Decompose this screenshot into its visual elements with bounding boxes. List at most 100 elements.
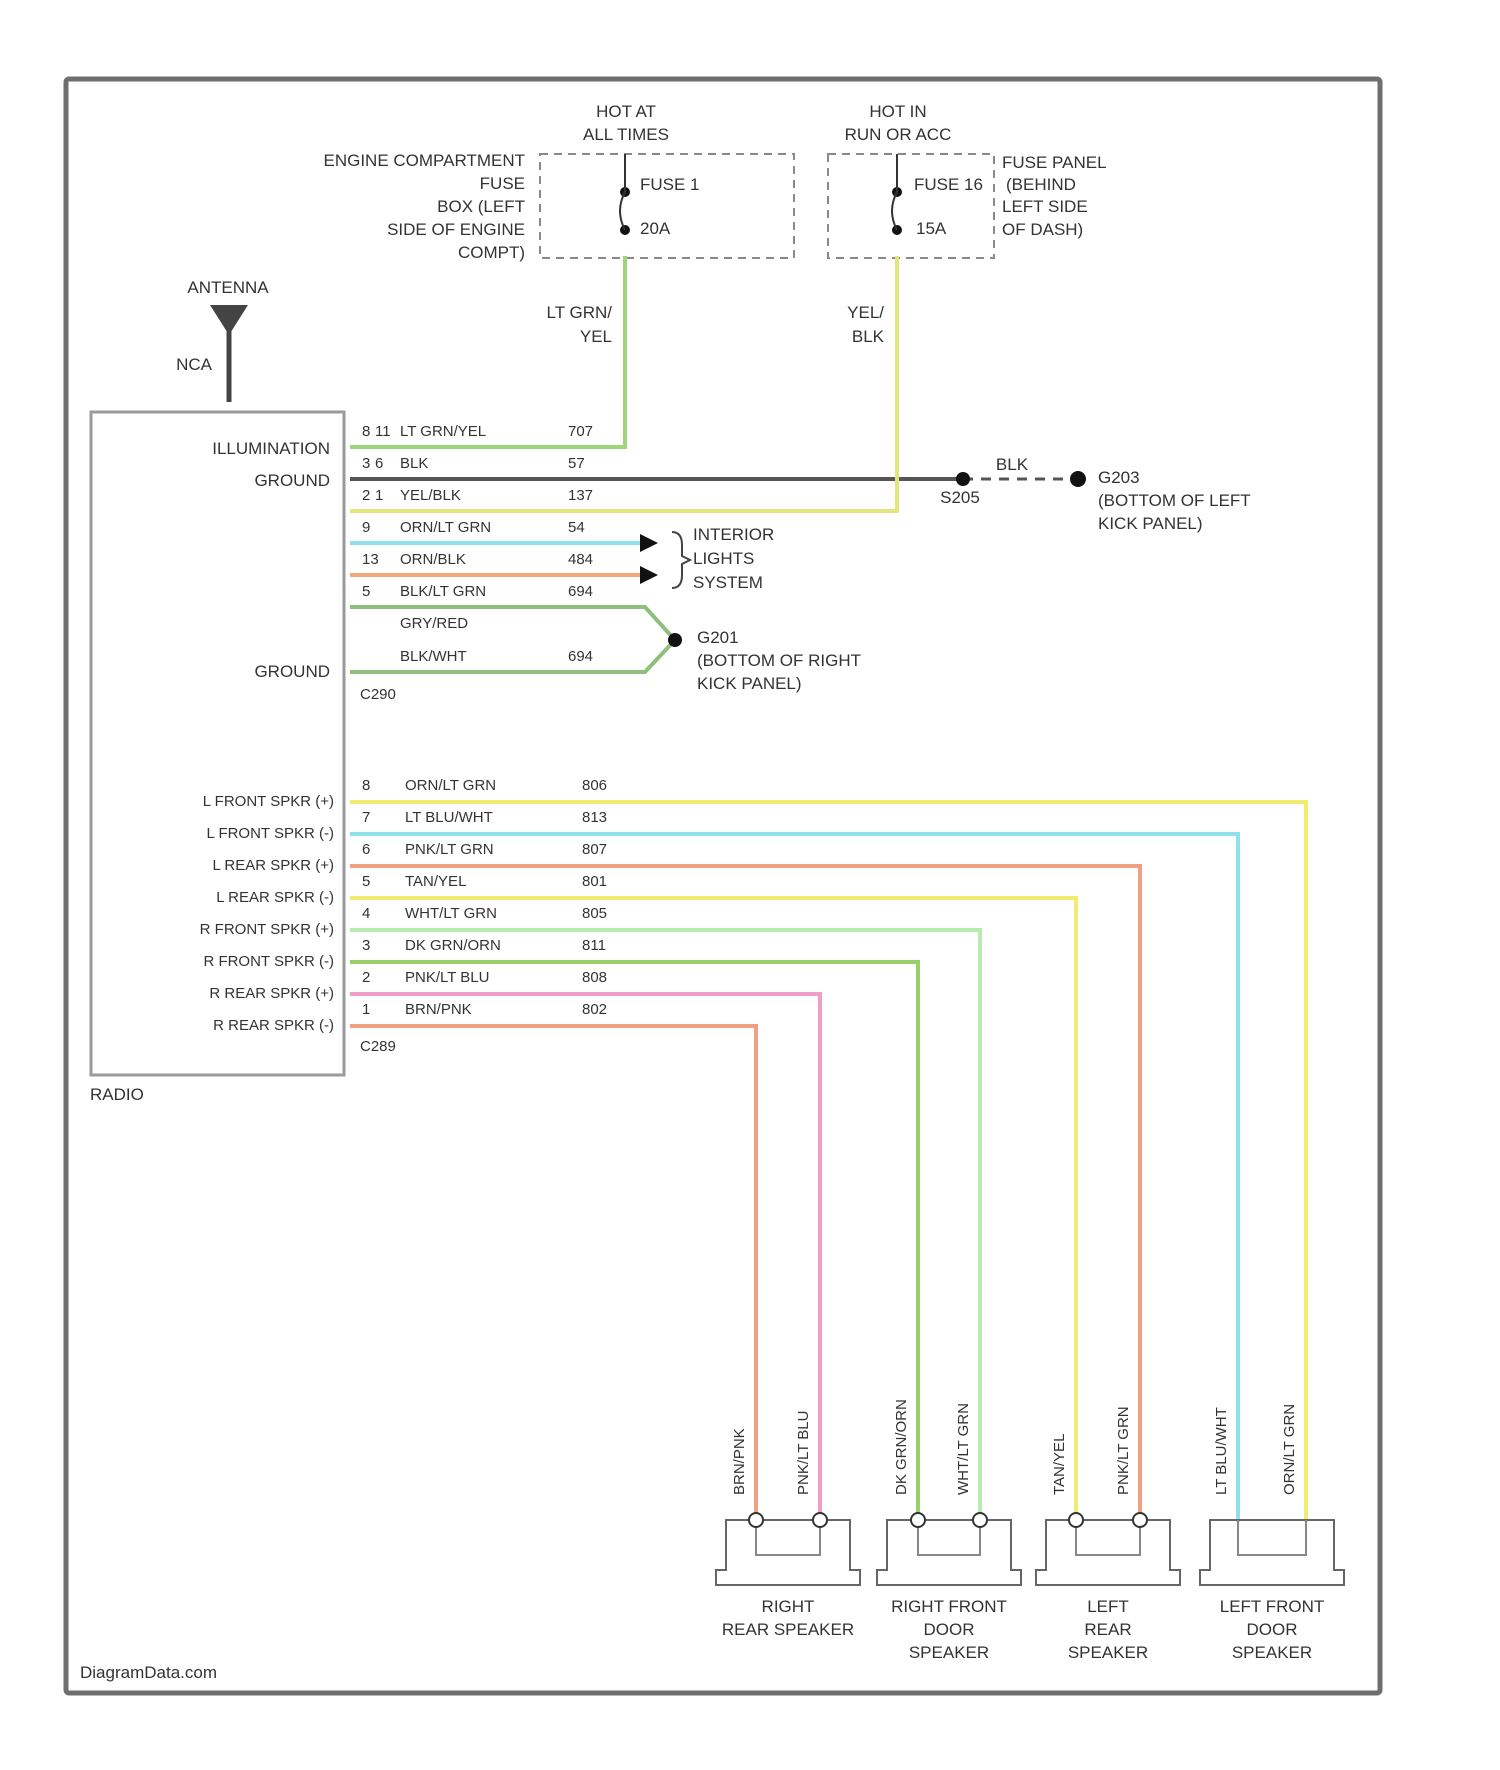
- ground-labels: S205 BLK G203 (BOTTOM OF LEFT KICK PANEL…: [697, 455, 1251, 693]
- connector-c290: C290: [360, 686, 396, 703]
- wire-color-code: BLK/LT GRN: [400, 583, 486, 600]
- interior-brace: [672, 532, 690, 588]
- speaker-name: LEFT: [1087, 1597, 1129, 1616]
- speaker-name: SPEAKER: [1068, 1643, 1148, 1662]
- g201-label: G201: [697, 628, 739, 647]
- wire-color-code: LT BLU/WHT: [405, 809, 493, 826]
- speaker-terminal-label: L FRONT SPKR (-): [206, 825, 334, 842]
- radio-illumination-label: ILLUMINATION: [212, 439, 330, 458]
- wire-color-code: PNK/LT BLU: [405, 969, 489, 986]
- speaker-labels: L FRONT SPKR (+) L FRONT SPKR (-) L REAR S…: [200, 793, 334, 1034]
- circuit-number: 707: [568, 423, 593, 440]
- wire-label-yel-blk-1: YEL/: [847, 303, 884, 322]
- wire-color-code: GRY/RED: [400, 615, 468, 632]
- speaker-icon: [1200, 1520, 1344, 1585]
- hot-at-all-times-line1: HOT AT: [596, 102, 656, 121]
- wire-rrear-pos: [352, 994, 820, 1520]
- connector-c289: C289: [360, 1038, 396, 1055]
- pin-number: 13: [362, 551, 379, 568]
- wire-rfront-pos: [352, 930, 980, 1520]
- speaker-wire-label: TAN/YEL: [1051, 1434, 1068, 1495]
- g201-location-2: KICK PANEL): [697, 674, 802, 693]
- circuit-number: 694: [568, 583, 593, 600]
- speaker-icon: [1036, 1520, 1180, 1585]
- g201-node: [668, 633, 682, 647]
- speaker-coil: [1238, 1520, 1306, 1555]
- wire-rfront-neg: [352, 962, 918, 1520]
- pin-number: 9: [362, 519, 370, 536]
- interior-lights-label-1: INTERIOR: [693, 525, 774, 544]
- speaker-wire-label: BRN/PNK: [731, 1428, 748, 1495]
- speaker-terminal-label: L REAR SPKR (+): [212, 857, 334, 874]
- pin-number: 7: [362, 809, 370, 826]
- fuse16-label: FUSE 16: [914, 175, 983, 194]
- circuit-number: 813: [582, 809, 607, 826]
- speaker-terminal: [1069, 1513, 1083, 1527]
- speaker-4: LT BLU/WHTORN/LT GRNLEFT FRONTDOORSPEAKE…: [1200, 1404, 1344, 1662]
- speaker-terminal: [973, 1513, 987, 1527]
- wire-illumination: [352, 258, 625, 447]
- speaker-wire-label: DK GRN/ORN: [893, 1399, 910, 1495]
- wire-color-code: ORN/LT GRN: [400, 519, 491, 536]
- speaker-name: LEFT FRONT: [1220, 1597, 1325, 1616]
- speaker-coil: [756, 1520, 820, 1555]
- speaker-terminal-label: R FRONT SPKR (+): [200, 921, 334, 938]
- speaker-terminal: [813, 1513, 827, 1527]
- engine-fuse-box-label-5: COMPT): [458, 243, 525, 262]
- circuit-number: 484: [568, 551, 593, 568]
- fuse1-label: FUSE 1: [640, 175, 700, 194]
- speaker-terminal-label: R FRONT SPKR (-): [203, 953, 334, 970]
- arrow-interior-2: [640, 566, 658, 584]
- pin-sub-number: 1: [375, 487, 383, 504]
- speaker-coil: [918, 1520, 980, 1555]
- circuit-number: 802: [582, 1001, 607, 1018]
- speaker-wire-label: LT BLU/WHT: [1213, 1407, 1230, 1495]
- circuit-number: 805: [582, 905, 607, 922]
- speaker-terminal-label: L FRONT SPKR (+): [203, 793, 334, 810]
- arrow-interior-1: [640, 534, 658, 552]
- pin-sub-number: 11: [375, 423, 391, 440]
- pin-number: 8: [362, 777, 370, 794]
- wire-color-code: DK GRN/ORN: [405, 937, 501, 954]
- speaker-name: REAR SPEAKER: [722, 1620, 854, 1639]
- pin-number: 2: [362, 969, 370, 986]
- speaker-wire-label: PNK/LT GRN: [1115, 1406, 1132, 1495]
- wire-color-code: LT GRN/YEL: [400, 423, 486, 440]
- speaker-wire-label: PNK/LT BLU: [795, 1411, 812, 1495]
- circuit-number: 808: [582, 969, 607, 986]
- wire-label-ltgrn-yel-1: LT GRN/: [547, 303, 613, 322]
- s205-node: [956, 472, 970, 486]
- interior-lights-label-2: LIGHTS: [693, 549, 754, 568]
- antenna: ANTENNA NCA: [176, 278, 269, 402]
- circuit-number: 54: [568, 519, 585, 536]
- radio-outline: [91, 412, 344, 1075]
- radio-ground-label-1: GROUND: [254, 471, 330, 490]
- fuse-panel-outline: [828, 154, 994, 258]
- speaker-terminal: [1133, 1513, 1147, 1527]
- engine-fuse-box-label-3: BOX (LEFT: [437, 197, 525, 216]
- circuit-number: 806: [582, 777, 607, 794]
- circuit-number: 137: [568, 487, 593, 504]
- diagram-border: [66, 79, 1380, 1693]
- interior-lights: INTERIOR LIGHTS SYSTEM: [672, 525, 774, 592]
- speaker-name: SPEAKER: [909, 1643, 989, 1662]
- circuit-number: 57: [568, 455, 585, 472]
- blk-label: BLK: [996, 455, 1029, 474]
- radio: RADIO ILLUMINATION GROUND GROUND C290 C2…: [90, 412, 396, 1104]
- fuse-panel-label-2: (BEHIND: [1006, 175, 1076, 194]
- wire-lrear-pos: [352, 866, 1140, 1520]
- speaker-terminal: [911, 1513, 925, 1527]
- pin-sub-number: 6: [375, 455, 383, 472]
- g201-location-1: (BOTTOM OF RIGHT: [697, 651, 861, 670]
- wire-color-code: BRN/PNK: [405, 1001, 472, 1018]
- fuse1-amp: 20A: [640, 219, 671, 238]
- interior-lights-label-3: SYSTEM: [693, 573, 763, 592]
- hot-at-all-times-line2: ALL TIMES: [583, 125, 669, 144]
- speaker-terminal-label: R REAR SPKR (+): [209, 985, 334, 1002]
- engine-fuse-box-label-1: ENGINE COMPARTMENT: [324, 151, 526, 170]
- speaker-name: DOOR: [1247, 1620, 1298, 1639]
- wire-color-code: BLK/WHT: [400, 648, 467, 665]
- antenna-nca: NCA: [176, 355, 213, 374]
